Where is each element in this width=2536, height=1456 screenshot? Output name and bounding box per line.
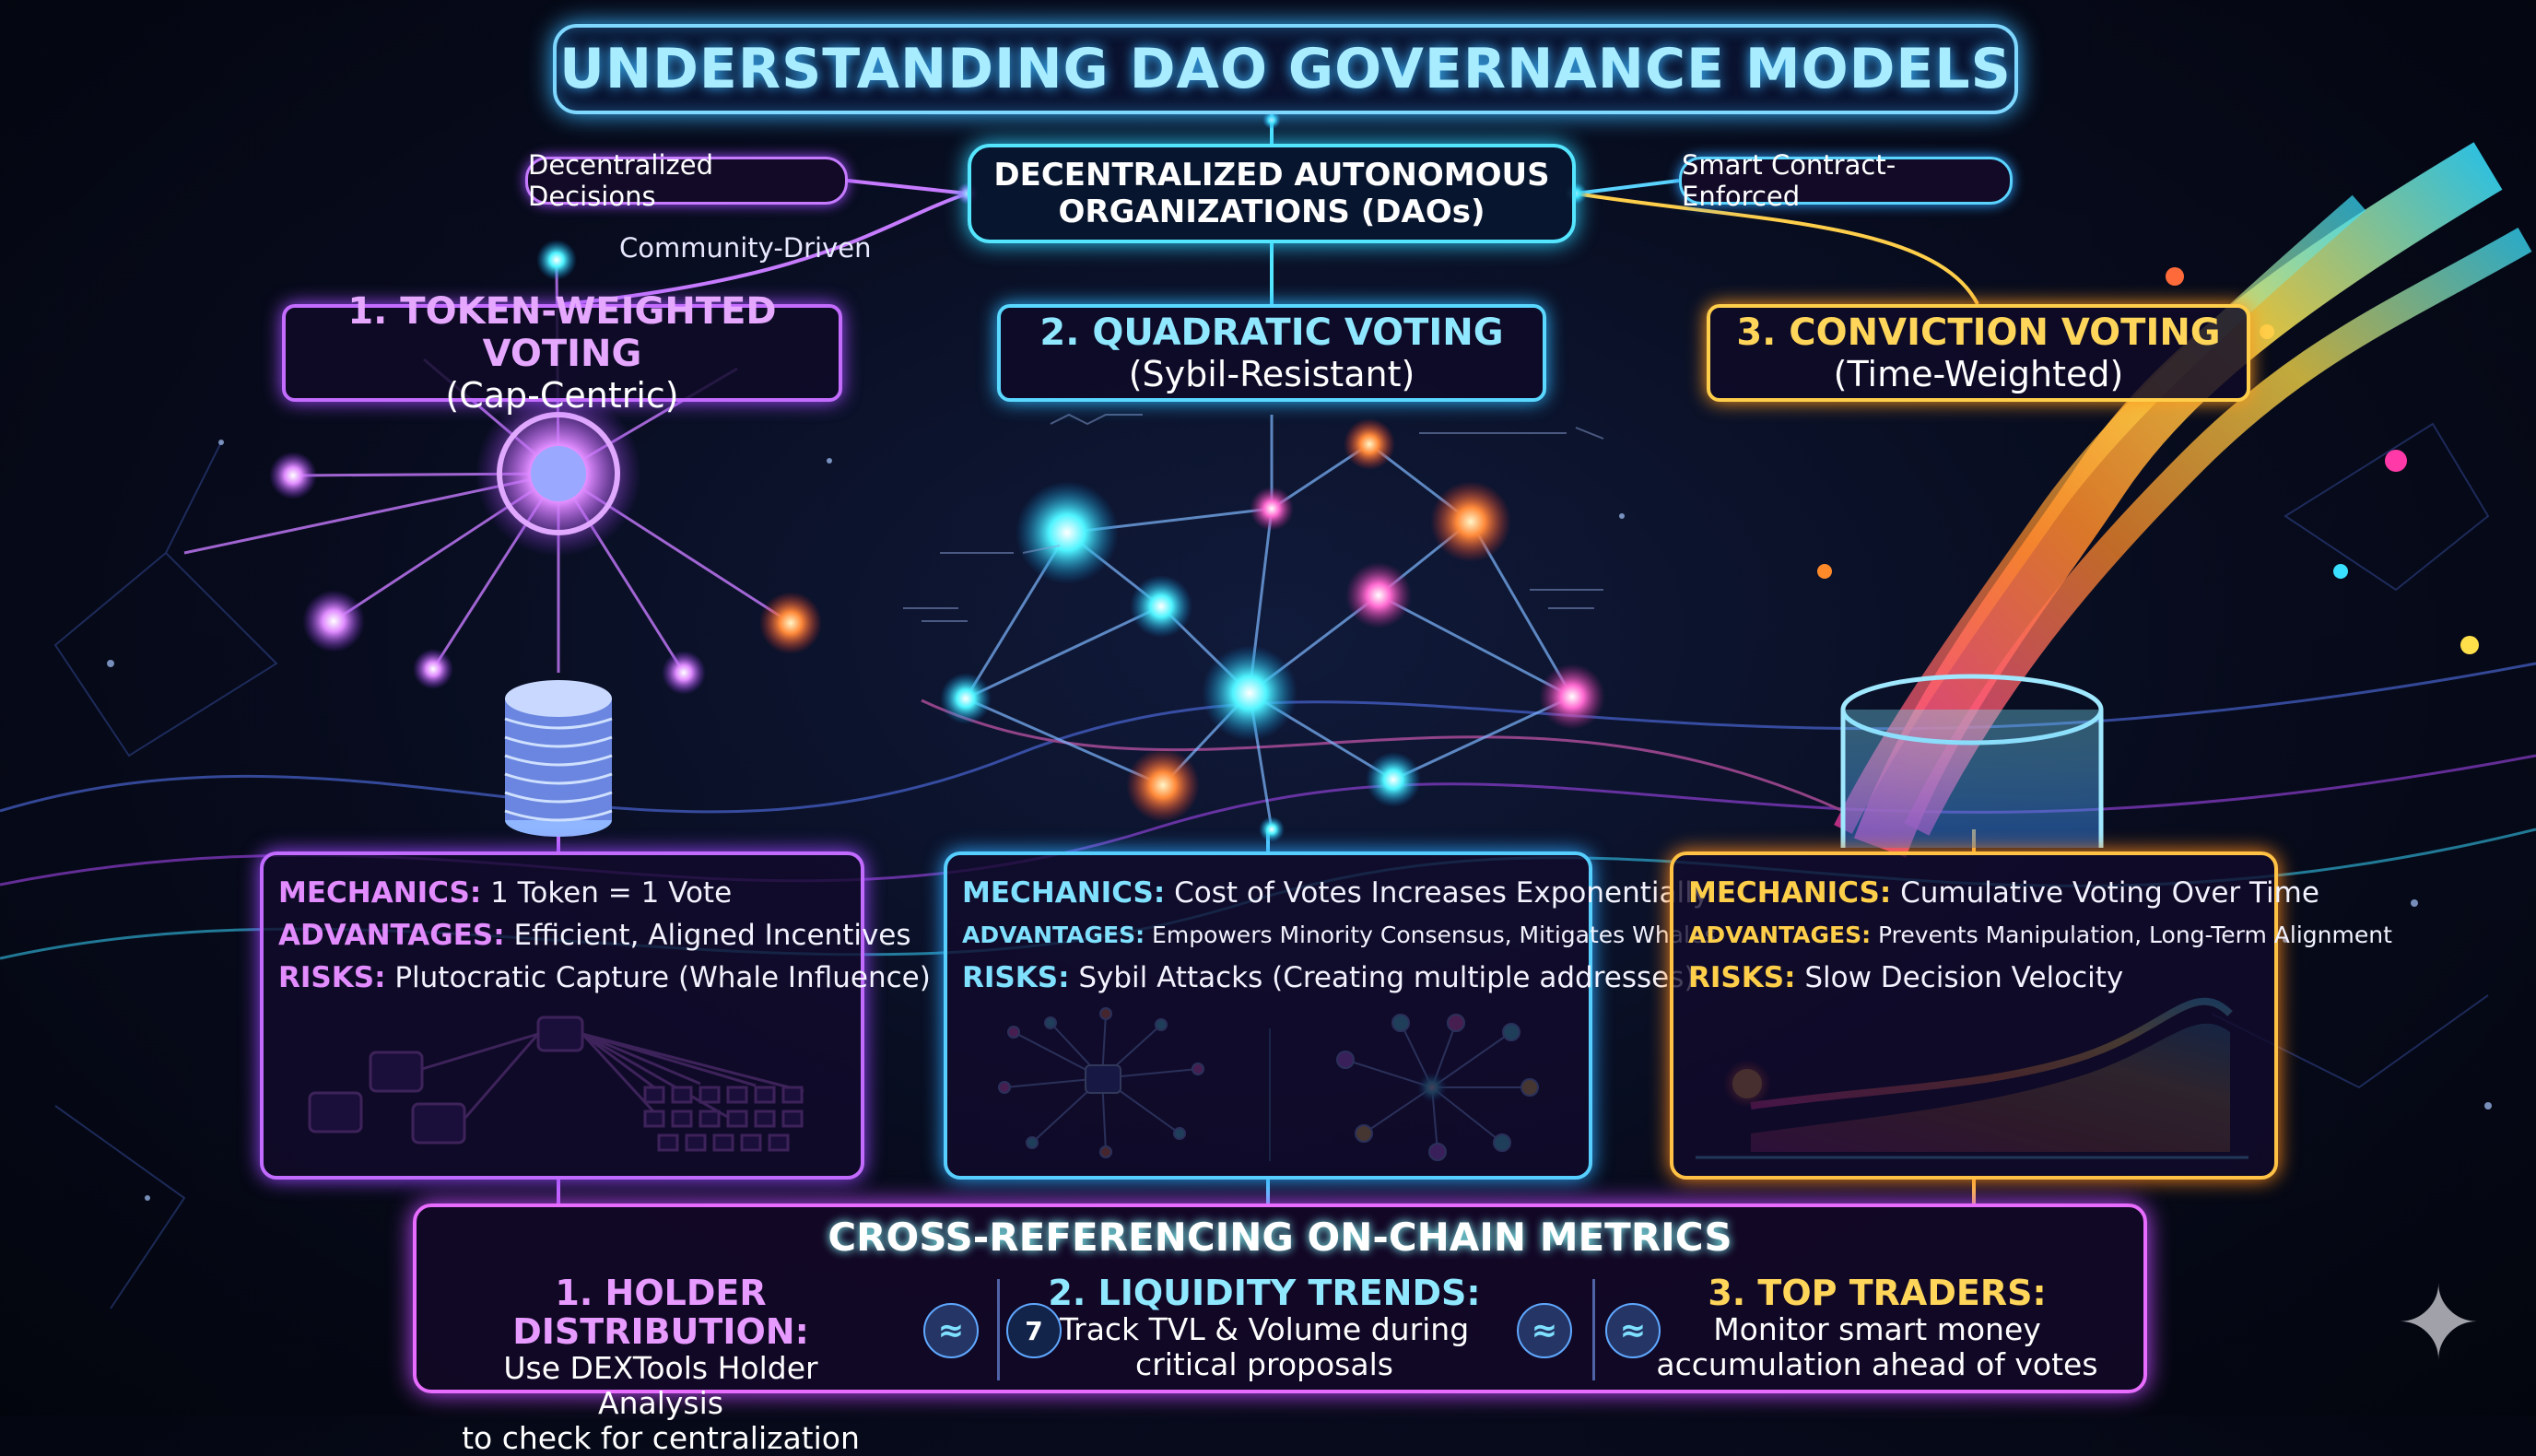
- quadratic-network-graphic: [940, 415, 1605, 842]
- risks-label: RISKS:: [962, 961, 1070, 994]
- metric-title: 3. TOP TRADERS:: [1708, 1273, 2047, 1313]
- mechanics-label: MECHANICS:: [962, 876, 1166, 910]
- mechanics-line: MECHANICS: 1 Token = 1 Vote: [278, 872, 846, 914]
- model-title: 3. CONVICTION VOTING: [1736, 311, 2221, 354]
- faint-constellation: [53, 422, 2490, 1309]
- model-subtitle: (Sybil-Resistant): [1128, 354, 1415, 394]
- mechanics-label: MECHANICS:: [1688, 876, 1892, 910]
- risks-label: RISKS:: [278, 961, 386, 994]
- advantages-label: ADVANTAGES:: [1688, 922, 1872, 948]
- dao-hub-node: DECENTRALIZED AUTONOMOUS ORGANIZATIONS (…: [968, 144, 1576, 243]
- token-hub-graphic: [183, 240, 822, 837]
- model-subtitle: (Time-Weighted): [1833, 354, 2124, 394]
- metric-line-1: Monitor smart money: [1713, 1311, 2041, 1347]
- page-title: UNDERSTANDING DAO GOVERNANCE MODELS: [559, 37, 2012, 101]
- formula-scribbles: [903, 413, 1604, 622]
- dextools-icon: ≈: [1605, 1303, 1661, 1358]
- tag-smart-contract-enforced: Smart Contract-Enforced: [1679, 149, 2013, 212]
- hub-line-2: ORGANIZATIONS (DAOs): [1058, 194, 1485, 230]
- dextools-icon: ≈: [1517, 1303, 1572, 1358]
- mechanics-label: MECHANICS:: [278, 876, 482, 910]
- panel-token-weighted: MECHANICS: 1 Token = 1 Vote ADVANTAGES: …: [260, 851, 931, 1180]
- mechanics-line: MECHANICS: Cumulative Voting Over Time: [1688, 872, 2319, 914]
- dextools-icon: 7: [1006, 1303, 1062, 1358]
- metrics-divider: [1592, 1279, 1595, 1380]
- risks-text: Plutocratic Capture (Whale Influence): [394, 961, 931, 994]
- model-subtitle: (Cap-Centric): [445, 375, 679, 416]
- tag-community-driven: Community-Driven: [619, 232, 872, 264]
- risks-line: RISKS: Plutocratic Capture (Whale Influe…: [278, 957, 931, 999]
- mechanics-text: Cost of Votes Increases Exponentially: [1174, 876, 1710, 910]
- advantages-label: ADVANTAGES:: [962, 922, 1145, 948]
- metric-title: 2. LIQUIDITY TRENDS:: [1048, 1273, 1481, 1313]
- tag-left-label: Decentralized Decisions: [528, 149, 713, 212]
- tag-decentralized-decisions: Decentralized Decisions: [525, 149, 848, 212]
- advantages-line: ADVANTAGES: Prevents Manipulation, Long-…: [1688, 914, 2392, 957]
- mechanics-text: Cumulative Voting Over Time: [1900, 876, 2319, 910]
- metrics-divider: [997, 1279, 1000, 1380]
- advantages-text: Efficient, Aligned Incentives: [513, 919, 911, 952]
- mechanics-text: 1 Token = 1 Vote: [490, 876, 733, 910]
- tag-right-label: Smart Contract-Enforced: [1682, 149, 1896, 212]
- panel-conviction: MECHANICS: Cumulative Voting Over Time A…: [1670, 851, 2392, 1180]
- metric-line-1: Track TVL & Volume during: [1059, 1311, 1470, 1347]
- coin-stack: [504, 680, 613, 837]
- connector-lines: [557, 114, 1979, 1204]
- metrics-title: CROSS-REFERENCING ON-CHAIN METRICS: [828, 1215, 1732, 1260]
- conviction-flow-graphic: [1817, 142, 2532, 858]
- risks-text: Sybil Attacks (Creating multiple address…: [1078, 961, 1696, 994]
- star-sparkles: [107, 440, 2492, 1201]
- advantages-text: Empowers Minority Consensus, Mitigates W…: [1152, 922, 1717, 948]
- sparkle-icon: ✦: [2396, 1264, 2482, 1382]
- metric-line-2: accumulation ahead of votes: [1656, 1346, 2098, 1382]
- model-title: 2. QUADRATIC VOTING: [1039, 311, 1504, 354]
- main-title-banner: UNDERSTANDING DAO GOVERNANCE MODELS: [553, 24, 2018, 114]
- advantages-line: ADVANTAGES: Efficient, Aligned Incentive…: [278, 914, 911, 957]
- advantages-text: Prevents Manipulation, Long-Term Alignme…: [1878, 922, 2392, 948]
- metric-title: 1. HOLDER DISTRIBUTION:: [512, 1273, 809, 1352]
- metric-top-traders: 3. TOP TRADERS: Monitor smart money accu…: [1642, 1274, 2112, 1388]
- model-quadratic: 2. QUADRATIC VOTING (Sybil-Resistant): [997, 304, 1546, 402]
- metric-line-2: critical proposals: [1135, 1346, 1393, 1382]
- model-conviction: 3. CONVICTION VOTING (Time-Weighted): [1707, 304, 2250, 402]
- model-title: 1. TOKEN-WEIGHTED VOTING: [347, 290, 777, 375]
- metric-line-2: to check for centralization: [462, 1420, 860, 1456]
- risks-line: RISKS: Sybil Attacks (Creating multiple …: [962, 957, 1695, 999]
- metric-liquidity-trends: 2. LIQUIDITY TRENDS: Track TVL & Volume …: [1043, 1274, 1485, 1388]
- metric-holder-distribution: 1. HOLDER DISTRIBUTION: Use DEXTools Hol…: [444, 1273, 877, 1456]
- onchain-metrics-panel: CROSS-REFERENCING ON-CHAIN METRICS 1. HO…: [413, 1204, 2147, 1456]
- advantages-label: ADVANTAGES:: [278, 919, 505, 952]
- model-token-weighted: 1. TOKEN-WEIGHTED VOTING (Cap-Centric): [282, 290, 842, 416]
- risks-label: RISKS:: [1688, 961, 1796, 994]
- hub-line-1: DECENTRALIZED AUTONOMOUS: [993, 157, 1550, 194]
- mechanics-line: MECHANICS: Cost of Votes Increases Expon…: [962, 872, 1709, 914]
- advantages-line: ADVANTAGES: Empowers Minority Consensus,…: [962, 914, 1716, 957]
- dextools-icon: ≈: [923, 1303, 979, 1358]
- risks-text: Slow Decision Velocity: [1804, 961, 2124, 994]
- panel-quadratic: MECHANICS: Cost of Votes Increases Expon…: [944, 851, 1716, 1180]
- metric-line-1: Use DEXTools Holder Analysis: [503, 1350, 818, 1421]
- risks-line: RISKS: Slow Decision Velocity: [1688, 957, 2260, 999]
